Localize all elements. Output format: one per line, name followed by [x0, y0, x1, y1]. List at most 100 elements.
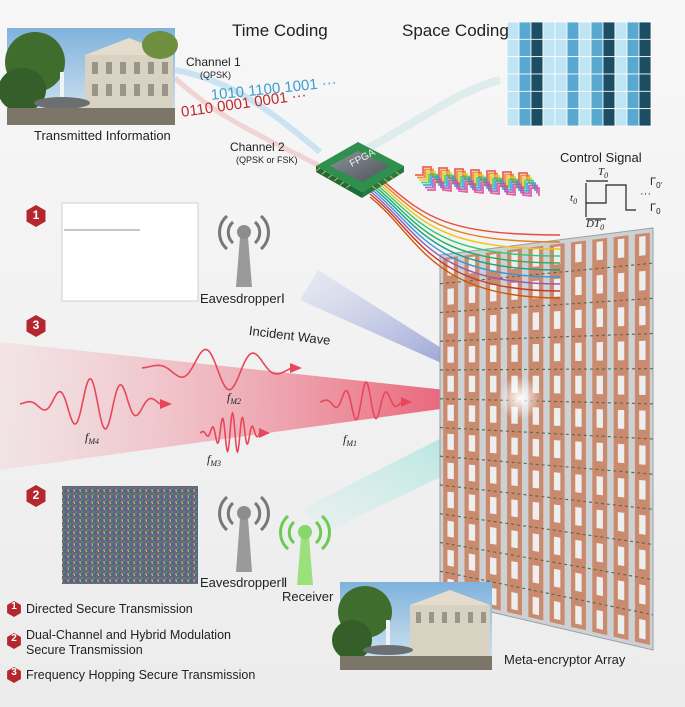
array-cell: [511, 561, 518, 580]
array-cell: [490, 496, 497, 515]
grid-cell: [518, 108, 532, 127]
array-cell: [553, 310, 561, 330]
array-cell: [639, 235, 646, 256]
eavesdropper1-label: EavesdropperⅠ: [200, 291, 285, 306]
array-cell: [490, 527, 497, 545]
array-cell: [596, 375, 603, 395]
array-cell: [447, 549, 454, 567]
grid-cell: [554, 73, 568, 92]
array-cell: [553, 343, 561, 362]
space-coding-heading: Space Coding: [402, 21, 509, 40]
grid-cell: [554, 21, 568, 40]
grid-cell: [506, 90, 520, 110]
array-cell: [617, 272, 625, 293]
array-cell: [639, 618, 646, 640]
grid-cell: [602, 21, 616, 40]
grid-cell: [542, 90, 556, 110]
array-cell: [447, 317, 454, 334]
step-marker: [26, 205, 46, 227]
eavesdropper2-label: EavesdropperⅡ: [200, 575, 288, 590]
array-cell: [553, 504, 561, 524]
array-cell: [596, 342, 603, 361]
array-bias-line: [439, 570, 654, 616]
marker-2-number: 2: [32, 488, 40, 502]
array-cell: [596, 509, 603, 529]
grid-cell: [602, 73, 616, 92]
array-cell: [575, 474, 582, 493]
array-cell: [575, 572, 582, 592]
array-cell: [575, 276, 582, 296]
blank-signal-image: [61, 202, 199, 302]
array-cell: [596, 442, 603, 462]
freq-m3-label: fM3: [207, 452, 222, 468]
control-wire: [369, 184, 561, 271]
array-cell: [617, 375, 625, 395]
grid-cell: [590, 56, 604, 75]
array-cell: [575, 605, 582, 625]
array-cell: [490, 284, 497, 302]
array-cell: [553, 568, 561, 588]
array-cell: [468, 494, 476, 512]
gamma-bottom-label: Γ0: [650, 202, 661, 216]
grid-cell: [554, 90, 568, 110]
array-cell: [447, 433, 454, 451]
array-strip: [485, 250, 501, 611]
array-cell: [639, 340, 646, 361]
array-cell: [447, 520, 454, 538]
grid-cell: [638, 38, 652, 58]
array-cell: [490, 405, 497, 423]
array-cell: [490, 436, 497, 454]
grid-cell: [542, 108, 556, 127]
grid-cell: [518, 56, 532, 75]
t0-label: t0: [570, 192, 578, 206]
grid-cell: [626, 73, 640, 92]
array-cell: [447, 404, 454, 421]
grid-cell: [518, 21, 532, 40]
grid-cell: [542, 38, 556, 58]
array-cell: [447, 346, 454, 363]
freq-m4-label: fM4: [85, 430, 100, 446]
array-cell: [617, 512, 625, 532]
grid-cell: [638, 73, 652, 92]
grid-cell: [590, 21, 604, 40]
grid-cell: [626, 90, 640, 110]
incident-wave-beam: [0, 342, 520, 470]
grid-cell: [506, 73, 520, 92]
grid-cell: [578, 21, 592, 40]
array-cell: [617, 546, 625, 567]
array-cell: [639, 305, 646, 326]
array-cell: [575, 342, 582, 361]
array-cell: [468, 345, 476, 363]
receiver-label: Receiver: [282, 589, 334, 604]
control-signal-label: Control Signal: [560, 150, 642, 165]
grid-cell: [578, 56, 592, 75]
array-cell: [617, 478, 625, 498]
array-cell: [468, 286, 476, 304]
fpga-chip-icon: [315, 142, 404, 198]
grid-cell: [530, 108, 544, 127]
grid-cell: [590, 108, 604, 127]
array-cell: [532, 501, 540, 521]
focus-flare: [498, 376, 542, 420]
array-cell: [532, 564, 540, 584]
grid-cell: [530, 73, 544, 92]
grid-cell: [590, 73, 604, 92]
step-marker: [26, 315, 46, 337]
freq-m2-label: fM2: [227, 390, 242, 406]
grid-cell: [614, 38, 628, 58]
array-cell: [596, 476, 603, 496]
grid-cell: [614, 73, 628, 92]
legend-item-1: Directed Secure Transmission: [26, 602, 193, 616]
channel1-modulation: (QPSK): [200, 70, 232, 80]
array-cell: [639, 549, 646, 570]
array-cell: [511, 530, 518, 549]
array-cell: [553, 440, 561, 459]
array-cell: [532, 248, 540, 267]
grid-cell: [542, 56, 556, 75]
array-strip: [592, 237, 608, 636]
array-cell: [468, 523, 476, 542]
array-cell: [511, 282, 518, 301]
marker-1-number: 1: [32, 208, 40, 222]
array-cell: [468, 405, 476, 422]
grid-cell: [554, 108, 568, 127]
